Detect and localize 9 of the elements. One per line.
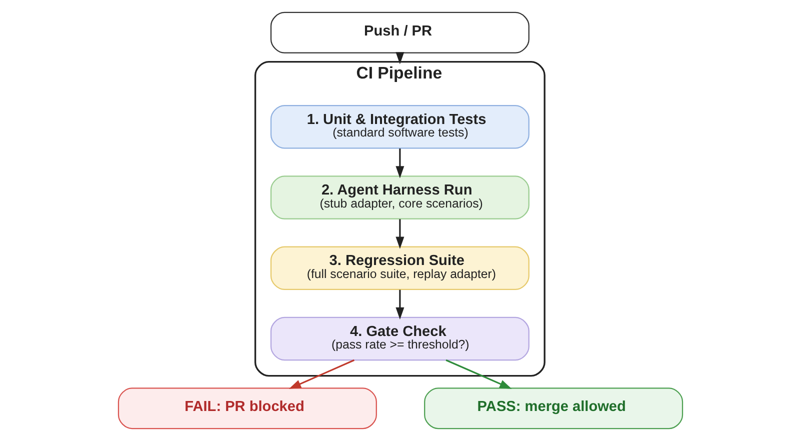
arrow (395, 148, 404, 178)
arrow (395, 290, 404, 320)
node-box: FAIL: PR blocked (117, 388, 376, 430)
node-box: 3. Regression Suite (full scenario suite, replay adapter) (270, 246, 529, 290)
node-box: 2. Agent Harness Run (stub adapter, core scenarios) (270, 176, 529, 220)
arrow (395, 219, 404, 249)
node-box: 4. Gate Check (pass rate >= threshold?) (270, 316, 529, 361)
node-box: 1. Unit & Integration Tests (standard software tests) (270, 105, 529, 149)
node-box: PASS: merge allowed (424, 388, 683, 430)
